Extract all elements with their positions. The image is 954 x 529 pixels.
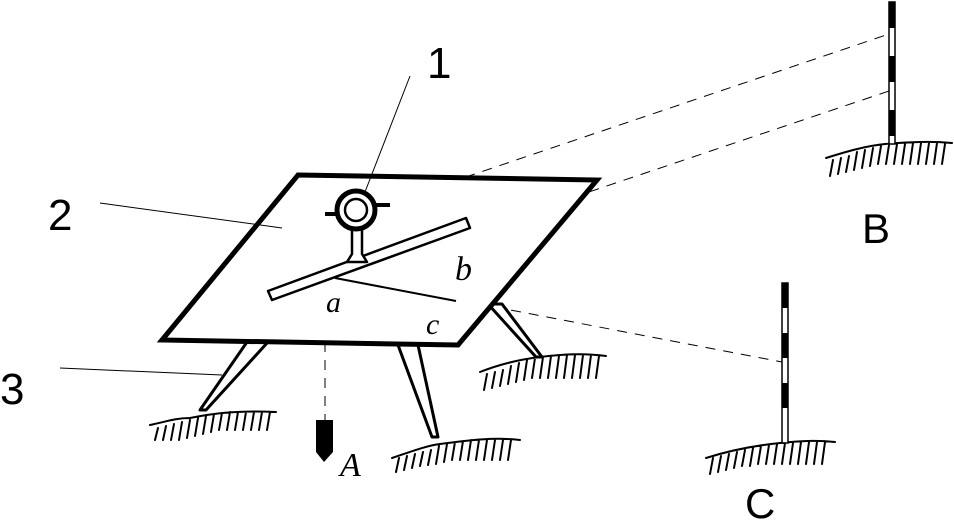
- station-label-A: A: [338, 447, 361, 484]
- leader-lines: [59, 75, 411, 376]
- tripod: [198, 302, 544, 439]
- station-marker-A: [316, 420, 333, 462]
- telescope: [325, 188, 390, 232]
- point-label-b: b: [455, 251, 472, 288]
- line-a-c: [334, 277, 457, 302]
- leader-3: [59, 367, 223, 376]
- leader-2: [99, 202, 283, 229]
- pole-B-band-3: [889, 110, 895, 136]
- tripod-leg-front: [396, 343, 440, 439]
- ranging-pole-C: [781, 282, 789, 444]
- callout-1: 1: [427, 39, 451, 88]
- alidade-ruler: [266, 216, 472, 302]
- ground-front-leg: [391, 437, 521, 473]
- pole-B-band-2: [889, 56, 895, 82]
- pole-C-band-3: [782, 383, 788, 408]
- target-label-C: C: [745, 480, 775, 524]
- tripod-leg-left: [198, 340, 270, 412]
- pole-B-band-1: [889, 2, 895, 28]
- ground-right-leg: [479, 353, 607, 391]
- sight-line-to-C: [457, 299, 783, 363]
- ranging-pole-B: [888, 1, 896, 145]
- tripod-leg-right: [486, 302, 544, 359]
- ground-B: [825, 140, 953, 177]
- pole-C-band-2: [782, 333, 788, 358]
- pole-C-band-1: [782, 283, 788, 308]
- callout-3: 3: [0, 365, 24, 414]
- leader-1: [364, 75, 411, 193]
- ground-left-leg: [149, 410, 277, 441]
- ground-C: [705, 439, 836, 475]
- point-label-a: a: [326, 286, 341, 319]
- ground-marks: [149, 140, 953, 475]
- target-label-B: B: [862, 205, 890, 252]
- telescope-inner-ring: [343, 197, 369, 223]
- point-label-c: c: [426, 308, 439, 341]
- callout-2: 2: [48, 191, 72, 240]
